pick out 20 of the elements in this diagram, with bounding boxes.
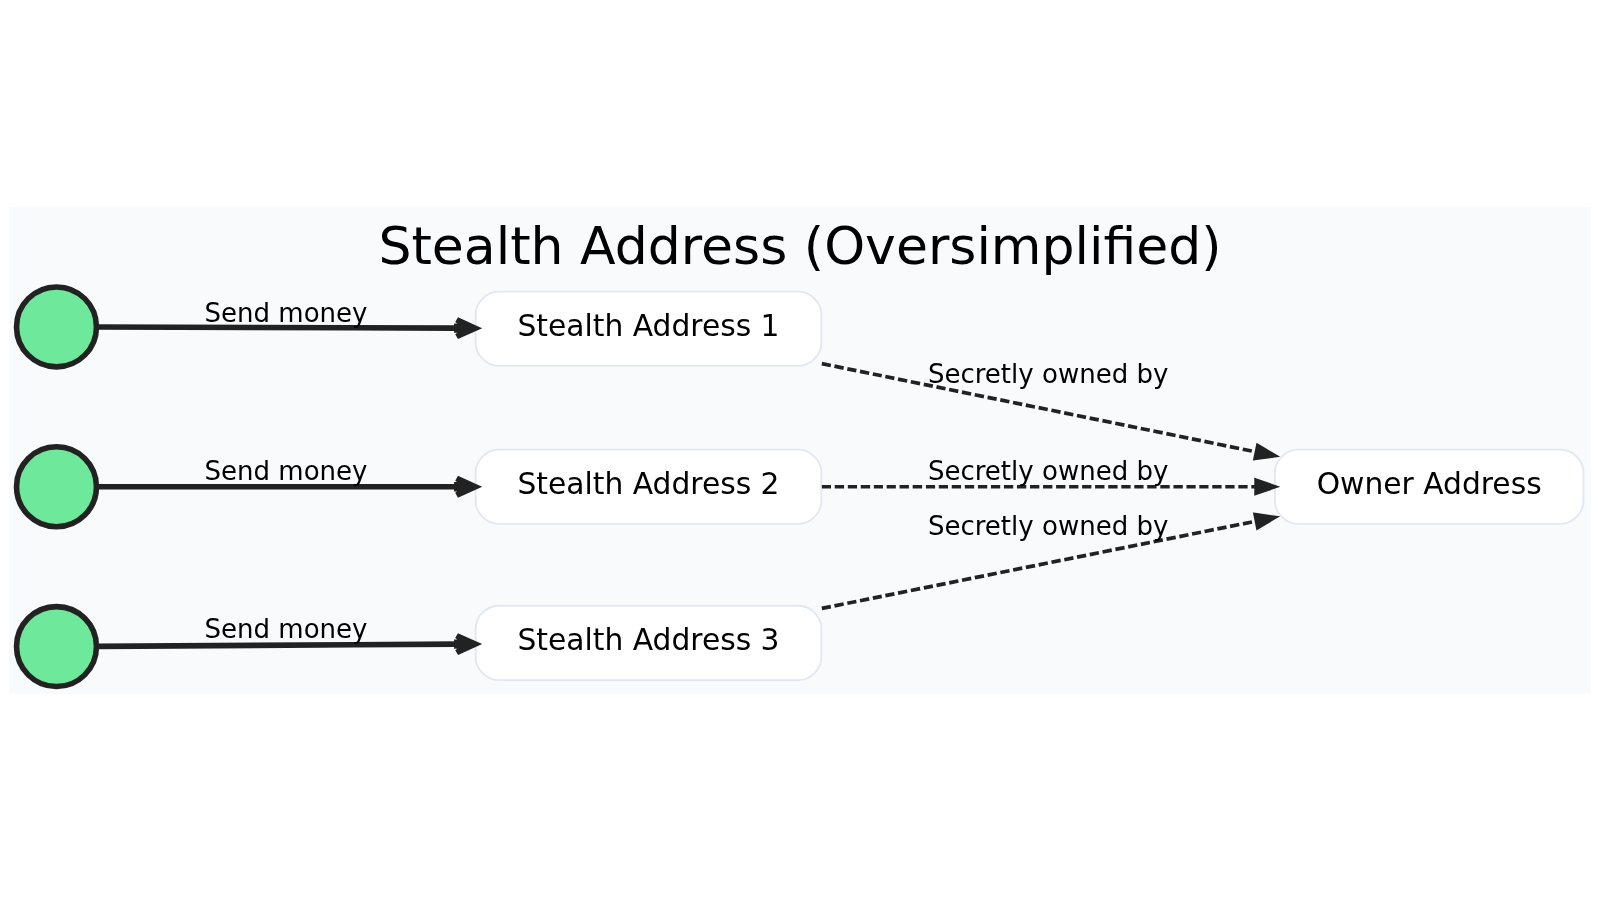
edge-label: Secretly owned by [927, 510, 1169, 541]
edge-label: Secretly owned by [927, 455, 1169, 486]
arrow [821, 477, 1281, 496]
edge-label: Send money [204, 297, 368, 328]
node-person [13, 443, 100, 529]
arrow [821, 361, 1281, 461]
edge-label: Secretly owned by [927, 358, 1169, 389]
edge-label: Send money [204, 455, 368, 486]
node-person [13, 603, 100, 689]
arrow [96, 632, 479, 655]
edge-label: Send money [204, 613, 368, 644]
diagram-title: Stealth Address (Oversimplified) [378, 215, 1222, 276]
node-box: Owner Address [1274, 448, 1585, 525]
arrow [96, 316, 479, 339]
node-person [13, 283, 100, 370]
node-box: Stealth Address 1 [474, 290, 823, 367]
arrow [96, 475, 479, 498]
node-box: Stealth Address 2 [474, 448, 823, 525]
node-box: Stealth Address 3 [474, 604, 823, 681]
arrow [821, 512, 1281, 610]
